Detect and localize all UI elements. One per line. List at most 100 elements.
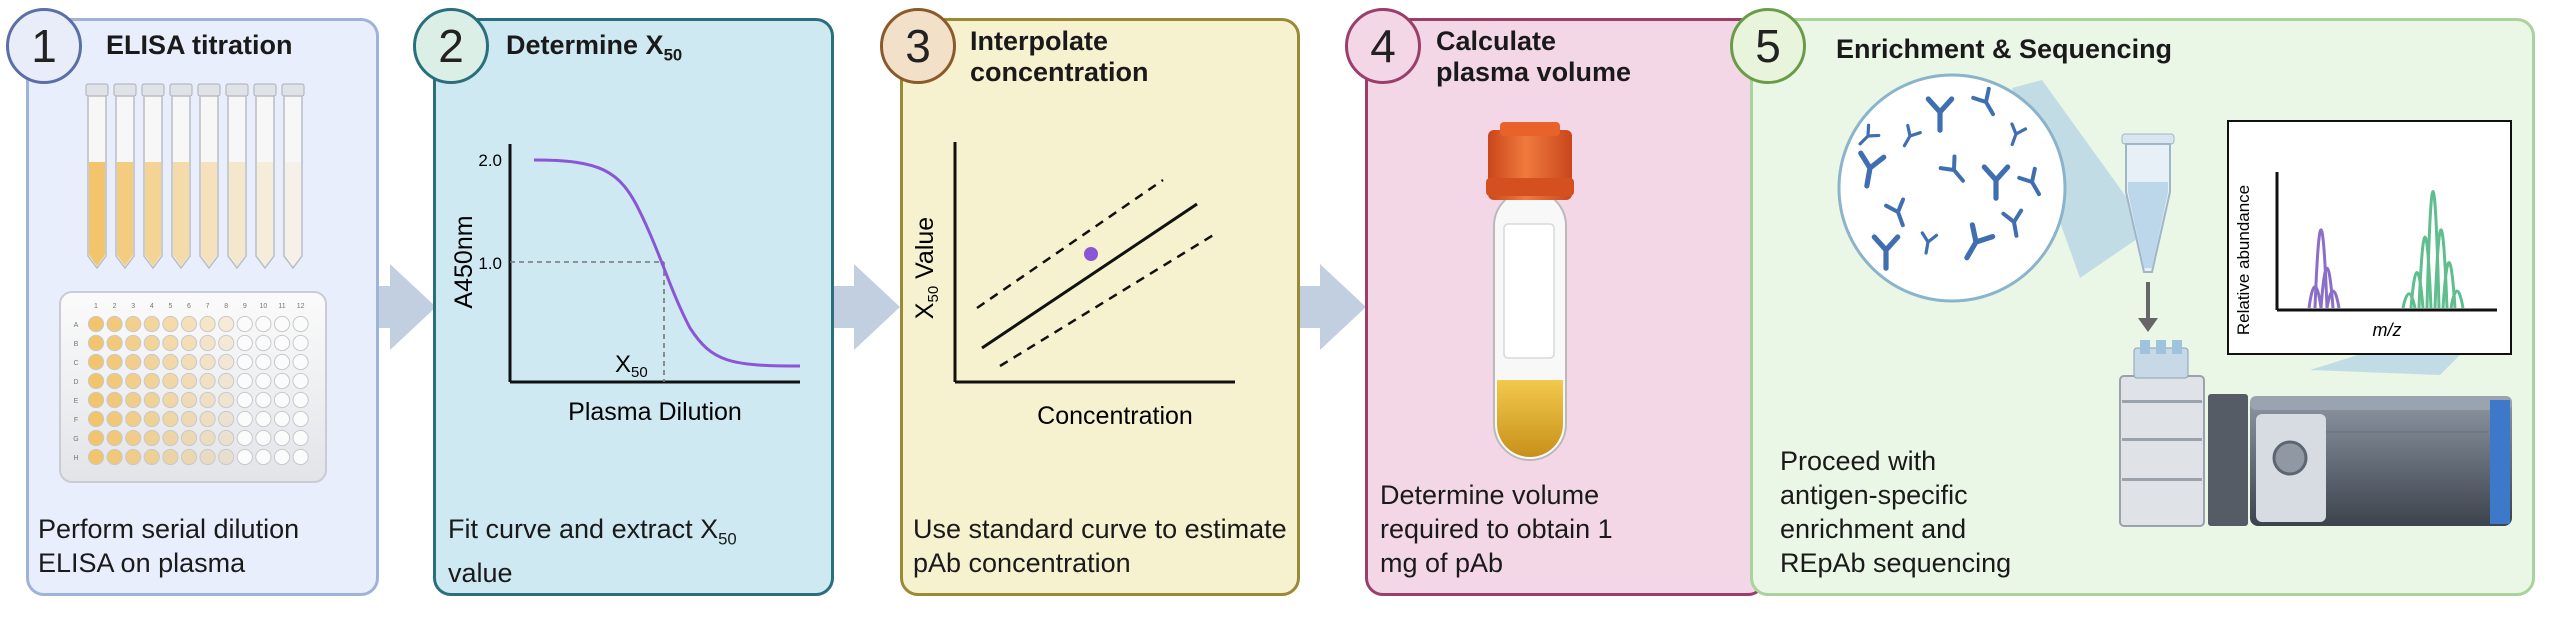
plate-well bbox=[273, 334, 291, 352]
plate-row-label: G bbox=[73, 436, 78, 443]
plate-well bbox=[87, 410, 105, 428]
titration-curve bbox=[533, 158, 801, 368]
plate-well bbox=[125, 334, 142, 352]
plate-well bbox=[273, 315, 291, 333]
antibody-icon bbox=[1925, 96, 1955, 133]
plate-well bbox=[106, 391, 123, 409]
lower-bound-line bbox=[999, 232, 1216, 368]
plate-well bbox=[255, 353, 272, 371]
plate-well bbox=[199, 410, 216, 428]
y-axis-label: X50 Value bbox=[911, 217, 942, 319]
plate-well bbox=[273, 391, 291, 409]
step-5-description: Proceed with antigen-specific enrichment… bbox=[1780, 444, 2110, 580]
plate-row-label: F bbox=[74, 417, 78, 424]
step-3-panel bbox=[900, 18, 1300, 596]
plate-column-label: 10 bbox=[260, 303, 268, 310]
plate-row-label: A bbox=[74, 322, 79, 329]
arrow-3-to-4 bbox=[1250, 264, 1366, 350]
plate-column-label: 1 bbox=[94, 303, 98, 310]
peak-green bbox=[2449, 289, 2465, 309]
sample-point bbox=[1084, 247, 1098, 261]
plate-well bbox=[143, 353, 160, 371]
plate-well bbox=[143, 391, 160, 409]
peak-green bbox=[2401, 292, 2417, 309]
dilution-tube bbox=[197, 83, 221, 270]
plate-well bbox=[273, 372, 291, 390]
plate-well bbox=[236, 391, 253, 409]
plate-column-label: 3 bbox=[131, 303, 135, 310]
antibody-icon bbox=[1920, 231, 1939, 255]
plate-well bbox=[292, 372, 309, 390]
plate-well bbox=[180, 353, 198, 371]
antibody-icon bbox=[1858, 123, 1881, 146]
plate-row-label: B bbox=[74, 341, 79, 348]
dilution-tube bbox=[253, 83, 277, 270]
plate-well bbox=[255, 429, 272, 447]
plate-well bbox=[292, 315, 309, 333]
antibody-icon bbox=[2017, 166, 2041, 197]
plate-well bbox=[106, 410, 123, 428]
plate-well bbox=[162, 391, 179, 409]
plate-well bbox=[180, 334, 198, 352]
plate-well bbox=[273, 410, 291, 428]
plate-well bbox=[199, 429, 216, 447]
plate-well bbox=[292, 353, 309, 371]
plate-well bbox=[273, 429, 291, 447]
step-5-badge: 5 bbox=[1730, 8, 1806, 84]
plate-column-label: 8 bbox=[224, 303, 228, 310]
plate-row-label: C bbox=[73, 360, 78, 367]
antibody-icon bbox=[2001, 208, 2024, 238]
plate-well bbox=[218, 353, 235, 371]
eppendorf-tube bbox=[2121, 133, 2175, 332]
plate-well bbox=[255, 334, 272, 352]
plate-column-label: 6 bbox=[187, 303, 191, 310]
peak-green bbox=[2417, 235, 2433, 309]
plate-well bbox=[292, 429, 309, 447]
plate-well bbox=[218, 410, 235, 428]
plate-well bbox=[162, 372, 179, 390]
step-1-badge: 1 bbox=[6, 8, 82, 84]
plate-well bbox=[143, 315, 160, 333]
plate-well bbox=[236, 448, 253, 466]
plate-well bbox=[143, 372, 160, 390]
plate-well bbox=[125, 315, 142, 333]
x-axis-label: m/z bbox=[2373, 320, 2402, 340]
y-axis-label: Relative abundance bbox=[2234, 185, 2253, 335]
y-axis-label: A450nm bbox=[450, 215, 478, 308]
plate-well bbox=[106, 429, 123, 447]
step-4-description-line3: mg of pAb bbox=[1380, 548, 1504, 578]
plate-column-label: 12 bbox=[297, 303, 305, 310]
dilution-tube bbox=[141, 83, 165, 270]
peak-green bbox=[2441, 261, 2457, 309]
step-4-badge: 4 bbox=[1345, 8, 1421, 84]
plate-well bbox=[87, 353, 105, 371]
plate-well bbox=[255, 410, 272, 428]
plate-well bbox=[180, 410, 198, 428]
plate-well bbox=[106, 353, 123, 371]
plate-well bbox=[125, 372, 142, 390]
step-5-title: Enrichment & Sequencing bbox=[1836, 34, 2173, 64]
step-2-description: Fit curve and extract X50 value bbox=[448, 512, 818, 590]
plate-well bbox=[292, 448, 309, 466]
peak-purple bbox=[2325, 289, 2341, 309]
plate-well bbox=[162, 353, 179, 371]
plate-well bbox=[125, 410, 142, 428]
step-2-description-text: Fit curve and extract X bbox=[448, 514, 719, 544]
step-5-description-line4: REpAb sequencing bbox=[1780, 548, 2012, 578]
step-4-description-line2: required to obtain 1 bbox=[1380, 514, 1613, 544]
antibody-icon bbox=[1981, 164, 2011, 201]
step-4-title-line2: plasma volume bbox=[1436, 57, 1632, 87]
antibody-icon bbox=[2010, 122, 2028, 147]
step-2-title-text: Determine X bbox=[506, 30, 664, 60]
plasma-liquid bbox=[1497, 380, 1563, 457]
plate-well bbox=[106, 372, 123, 390]
ytick-2: 2.0 bbox=[478, 151, 502, 170]
plate-well bbox=[162, 334, 179, 352]
plate-well bbox=[199, 353, 216, 371]
step-5-description-line2: antigen-specific bbox=[1780, 480, 1968, 510]
step-4-description-line1: Determine volume bbox=[1380, 480, 1600, 510]
plate-well bbox=[199, 448, 216, 466]
dilution-tube bbox=[113, 83, 137, 270]
plate-well bbox=[106, 334, 123, 352]
